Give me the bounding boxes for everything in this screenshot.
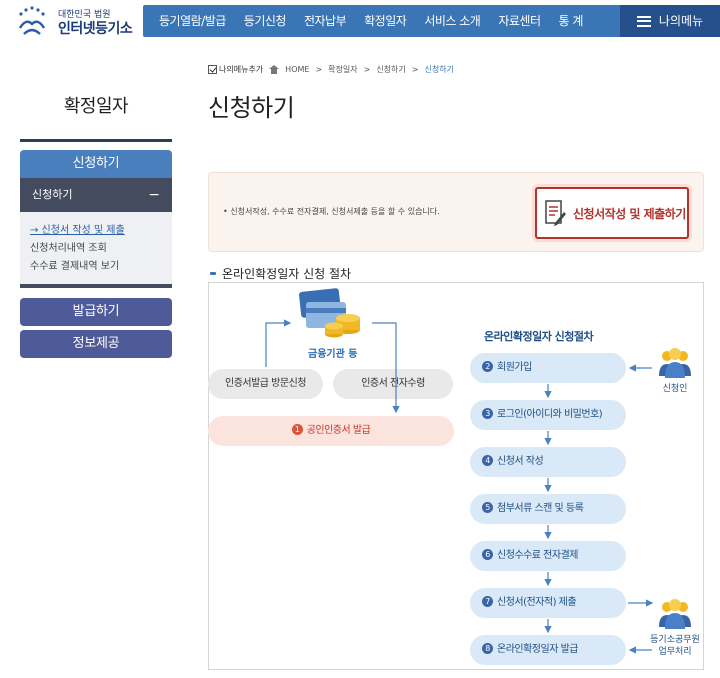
step-issue: 8 온라인확정일자 발급: [470, 635, 626, 665]
home-icon: [269, 65, 280, 74]
my-menu-label: 나의메뉴: [658, 14, 704, 28]
registry-officer-label: 등기소공무원 업무처리: [645, 634, 705, 658]
crumb-separator: >: [363, 65, 371, 74]
step-number: 5: [482, 502, 493, 513]
officer-label-line2: 업무처리: [658, 647, 692, 657]
add-to-my-menu-label: 나의메뉴추가: [219, 65, 264, 74]
step-login: 3 로그인(아이디와 비밀번호): [470, 400, 626, 430]
sidebar-sub-list: → 신청서 작성 및 제출 신청처리내역 조회 수수료 결제내역 보기: [20, 212, 172, 288]
crumb-current: 신청하기: [424, 65, 454, 74]
nav-registry-view[interactable]: 등기열람/발급: [159, 14, 226, 28]
step-number: 8: [482, 643, 493, 654]
cert-receive-step: 인증서 전자수령: [333, 369, 453, 399]
step-number: 3: [482, 408, 493, 419]
write-submit-label: 신청서작성 및 제출하기: [573, 206, 686, 221]
step-number: 7: [482, 596, 493, 607]
crumb-separator: >: [315, 65, 323, 74]
finance-institution-label: 금융기관 등: [308, 349, 358, 360]
notice-box: • 신청서작성, 수수료 전자결제, 신청서제출 등을 할 수 있습니다. 신청…: [208, 172, 704, 252]
sidebar-issue-button[interactable]: 발급하기: [20, 298, 172, 326]
logo-subtitle: 대한민국 법원: [58, 10, 111, 20]
public-cert-label: 공인인증서 발급: [306, 425, 371, 436]
procedure-section-title-text: 온라인확정일자 신청 절차: [222, 267, 352, 281]
nav-statistics[interactable]: 통 계: [558, 14, 584, 28]
hamburger-icon: [636, 15, 651, 27]
nav-registry-apply[interactable]: 등기신청: [243, 14, 287, 28]
step-label: 신청수수료 전자결제: [497, 550, 578, 561]
document-pen-icon: [545, 200, 566, 226]
add-to-my-menu[interactable]: 나의메뉴추가: [208, 64, 263, 75]
step-label: 첨부서류 스캔 및 등록: [497, 503, 584, 514]
crumb-separator: >: [411, 65, 419, 74]
site-logo[interactable]: 대한민국 법원 인터넷등기소: [10, 2, 135, 40]
sidebar-sub-header-label: 신청하기: [32, 188, 73, 201]
step-number: 4: [482, 455, 493, 466]
step-write-form: 4 신청서 작성: [470, 447, 626, 477]
step-number: 6: [482, 549, 493, 560]
step-signup: 2 회원가입: [470, 353, 626, 383]
write-submit-button[interactable]: 신청서작성 및 제출하기: [535, 187, 689, 239]
step-fee-payment: 6 신청수수료 전자결제: [470, 541, 626, 571]
registry-officer-icon: [659, 599, 691, 629]
my-menu-button[interactable]: 나의메뉴: [620, 5, 720, 37]
online-procedure-title: 온라인확정일자 신청절차: [484, 330, 594, 343]
sidebar-info-button[interactable]: 정보제공: [20, 330, 172, 358]
global-nav: 등기열람/발급 등기신청 전자납부 확정일자 서비스 소개 자료센터 통 계 나…: [143, 5, 720, 37]
section-bullet: [210, 272, 216, 275]
sidebar-link-payment-history[interactable]: 수수료 결제내역 보기: [30, 261, 120, 272]
collapse-icon[interactable]: −: [148, 187, 160, 203]
nav-fixed-date[interactable]: 확정일자: [364, 14, 407, 28]
page-title: 신청하기: [208, 94, 295, 122]
step-number: 2: [482, 361, 493, 372]
step-attach-scan: 5 첨부서류 스캔 및 등록: [470, 494, 626, 524]
logo-title: 인터넷등기소: [58, 21, 133, 37]
applicant-icon: [659, 348, 691, 378]
court-emblem-icon: [18, 6, 46, 35]
sidebar-title: 확정일자: [63, 96, 129, 117]
cert-visit-step: 인증서발급 방문신청: [208, 369, 323, 399]
step-label: 신청서(전자적) 제출: [497, 597, 577, 608]
applicant-label: 신청인: [662, 384, 688, 394]
notice-text: • 신청서작성, 수수료 전자결제, 신청서제출 등을 할 수 있습니다.: [223, 207, 440, 216]
sidebar-apply-button[interactable]: 신청하기: [20, 150, 172, 178]
step-submit: 7 신청서(전자적) 제출: [470, 588, 626, 618]
step-label: 로그인(아이디와 비밀번호): [497, 409, 603, 420]
crumb-apply[interactable]: 신청하기: [376, 65, 406, 74]
step-number: 1: [291, 424, 303, 435]
breadcrumb: 나의메뉴추가 HOME > 확정일자 > 신청하기 > 신청하기: [208, 64, 454, 75]
checkbox-icon: [208, 65, 217, 74]
credit-card-coins-icon: [299, 288, 360, 338]
step-label: 회원가입: [497, 362, 532, 373]
crumb-fixed-date[interactable]: 확정일자: [328, 65, 358, 74]
procedure-section-title: 온라인확정일자 신청 절차: [210, 265, 351, 282]
procedure-diagram: [208, 282, 704, 670]
officer-label-line1: 등기소공무원: [650, 635, 700, 645]
sidebar-sub-header[interactable]: 신청하기 −: [20, 178, 172, 212]
nav-data-center[interactable]: 자료센터: [498, 14, 541, 28]
sidebar-link-history[interactable]: 신청처리내역 조회: [30, 243, 107, 254]
nav-service-intro[interactable]: 서비스 소개: [424, 14, 481, 28]
step-label: 신청서 작성: [497, 456, 544, 467]
crumb-home[interactable]: HOME: [285, 65, 310, 74]
sidebar-divider: [20, 139, 172, 142]
sidebar-link-write-submit[interactable]: → 신청서 작성 및 제출: [30, 225, 125, 236]
step-label: 온라인확정일자 발급: [497, 644, 578, 655]
nav-e-payment[interactable]: 전자납부: [303, 14, 347, 28]
